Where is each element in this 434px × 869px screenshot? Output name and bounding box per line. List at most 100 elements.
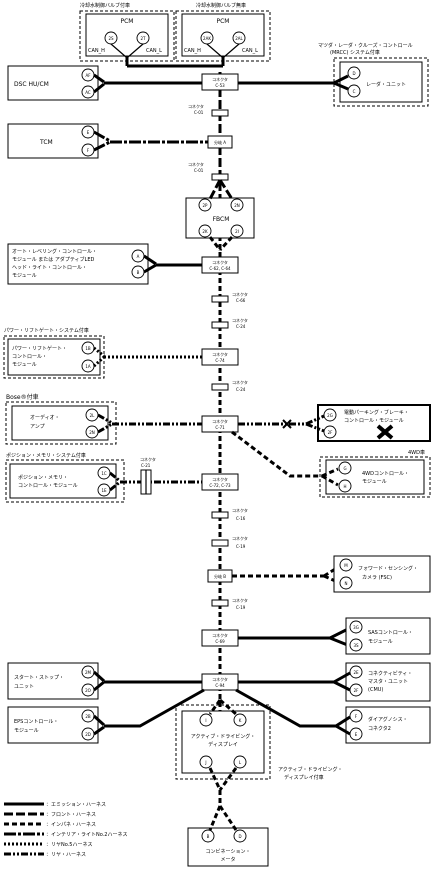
- svg-text:2F: 2F: [328, 430, 334, 435]
- mrcc-option: マツダ・レーダ・クルーズ・コントロール (MRCC) システム付車 D C レー…: [318, 42, 429, 107]
- svg-text:E: E: [355, 732, 358, 737]
- fbcm-label: FBCM: [213, 216, 230, 223]
- connector-c69: コネクタ C-69: [201, 629, 239, 647]
- sas-module: 3G 3S SASコントロール・ モジュール: [345, 617, 431, 655]
- option-label-no-cooling-valve: 冷却水制御バルブ無車: [196, 2, 246, 9]
- svg-text:2P: 2P: [203, 203, 209, 208]
- legend: ：エミッション・ハーネス ：フロント・ハーネス ：インパネ・ハーネス ：インテリ…: [4, 802, 127, 858]
- svg-text:(CMU): (CMU): [368, 687, 383, 693]
- legend-entry: ：インパネ・ハーネス: [46, 822, 96, 828]
- tcm: TCM E F: [7, 123, 99, 159]
- svg-text:SASコントロール・: SASコントロール・: [368, 630, 413, 636]
- legend-entry: ：エミッション・ハーネス: [46, 802, 106, 808]
- legend-entry: ：フロント・ハーネス: [46, 812, 96, 818]
- svg-text:2N: 2N: [89, 430, 95, 435]
- svg-text:2N: 2N: [234, 203, 240, 208]
- pcm-label: PCM: [121, 18, 134, 25]
- svg-text:コネクタ2: コネクタ2: [368, 725, 391, 732]
- svg-text:C-01: C-01: [194, 110, 204, 115]
- svg-text:2O: 2O: [85, 688, 91, 693]
- svg-text:D: D: [238, 834, 241, 839]
- svg-text:2L: 2L: [90, 413, 96, 418]
- fbcm: 2P 2N FBCM 2K 2I: [185, 197, 255, 239]
- svg-text:アンプ: アンプ: [30, 424, 45, 430]
- svg-text:C-19: C-19: [236, 544, 246, 549]
- svg-text:J: J: [204, 760, 206, 765]
- pcm-option-left: 冷却水制御バルブ付車 PCM 2S 2T CAN_H CAN_L: [79, 2, 175, 66]
- liftgate-option-label: パワー・リフトゲート・システム付車: [4, 327, 89, 334]
- svg-text:L: L: [239, 760, 242, 765]
- svg-text:C-72, C-73: C-72, C-73: [209, 483, 231, 488]
- audio-option: Bose®付車 オーディオ・ アンプ 2L 2N: [5, 393, 117, 445]
- removed-cross-icon: [376, 424, 394, 440]
- svg-text:ディスプレイ: ディスプレイ: [208, 741, 238, 748]
- legend-entry: ：インテリア・ライトNo.2ハーネス: [46, 832, 127, 838]
- svg-text:2E: 2E: [353, 670, 359, 675]
- svg-text:3S: 3S: [353, 643, 359, 648]
- svg-text:コネクタ: コネクタ: [212, 418, 228, 424]
- connector-c72-c73: コネクタ C-72, C-73: [201, 473, 239, 491]
- svg-text:3G: 3G: [353, 625, 359, 630]
- display-option-label-1: アクティブ・ドライビング・: [278, 766, 342, 773]
- can-h-label: CAN_H: [184, 48, 201, 54]
- svg-text:EPSコントロール・: EPSコントロール・: [14, 719, 58, 725]
- mrcc-title-2: (MRCC) システム付車: [330, 49, 380, 56]
- epb-module: 2G 2F 電動パーキング・ブレーキ・ コントロール・モジュール: [317, 404, 431, 442]
- pin-label: AF: [85, 73, 91, 78]
- awd-option-label: 4WD車: [408, 449, 425, 456]
- svg-text:2I: 2I: [235, 229, 239, 234]
- start-stop-unit: スタート・ストップ・ ユニット 2M 2O: [7, 662, 99, 700]
- can-l-label: CAN_L: [242, 48, 258, 54]
- svg-text:C-24: C-24: [236, 387, 246, 392]
- svg-text:モジュール: モジュール: [12, 362, 37, 368]
- liftgate-option: パワー・リフトゲート・システム付車 パワー・リフトゲート・ コントロール・ モジ…: [3, 327, 105, 379]
- svg-text:コネクタ: コネクタ: [212, 259, 228, 265]
- svg-text:C-01: C-01: [194, 168, 204, 173]
- display-option: I K アクティブ・ドライビング・ ディスプレイ J L アクティブ・ドライビン…: [175, 704, 342, 781]
- svg-text:ポジション・メモリ・: ポジション・メモリ・: [18, 474, 68, 481]
- svg-text:2B: 2B: [85, 714, 91, 719]
- svg-text:H: H: [343, 484, 346, 489]
- connector-c16: コネクタ C-16: [211, 507, 248, 521]
- svg-text:4WDコントロール・: 4WDコントロール・: [362, 471, 409, 477]
- svg-text:コネクタ: コネクタ: [212, 476, 228, 482]
- cut-cross-icon: [282, 419, 292, 429]
- svg-text:マスタ・ユニット: マスタ・ユニット: [368, 678, 408, 685]
- svg-text:1E: 1E: [101, 488, 107, 493]
- tcm-label: TCM: [39, 139, 53, 146]
- svg-text:フォワード・センシング・: フォワード・センシング・: [358, 565, 418, 572]
- option-label-cooling-valve: 冷却水制御バルブ付車: [80, 2, 130, 9]
- svg-text:モジュール: モジュール: [14, 728, 39, 734]
- svg-text:電動パーキング・ブレーキ・: 電動パーキング・ブレーキ・: [344, 409, 409, 416]
- svg-text:C-74: C-74: [215, 358, 225, 363]
- svg-text:2D: 2D: [85, 732, 91, 737]
- awd-option: 4WD車 G H 4WDコントロール・ モジュール: [319, 449, 431, 498]
- svg-text:モジュール: モジュール: [368, 639, 393, 645]
- svg-text:2K: 2K: [202, 229, 208, 234]
- svg-text:コントロール・: コントロール・: [12, 354, 47, 360]
- svg-text:2G: 2G: [327, 413, 333, 418]
- svg-text:コネクタ: コネクタ: [232, 535, 248, 541]
- svg-text:K: K: [239, 718, 242, 723]
- svg-text:F: F: [87, 148, 90, 153]
- svg-text:ダイアグノシス・: ダイアグノシス・: [368, 716, 408, 723]
- svg-text:ヘッド・ライト・コントロール・: ヘッド・ライト・コントロール・: [12, 265, 87, 271]
- dsc-label: DSC HU/CM: [14, 81, 49, 88]
- connector-c94: コネクタ C-94: [201, 673, 239, 691]
- svg-text:コネクティビティ・: コネクティビティ・: [368, 670, 412, 677]
- display-option-label-2: ディスプレイ付車: [284, 774, 324, 781]
- svg-text:カメラ (FSC): カメラ (FSC): [362, 575, 392, 581]
- svg-text:モジュール: モジュール: [362, 479, 387, 485]
- pin-label: C: [353, 89, 356, 94]
- svg-text:I: I: [205, 718, 206, 723]
- svg-text:コネクタ: コネクタ: [212, 676, 228, 682]
- connector-c01-upper: コネクタ C-01: [188, 103, 229, 117]
- svg-text:コネクタ: コネクタ: [232, 317, 248, 323]
- svg-text:コントロール・モジュール: コントロール・モジュール: [344, 418, 404, 424]
- connector-c21: コネクタ C-21: [140, 456, 156, 495]
- seat-option: ポジション・メモリ・システム付車 ポジション・メモリ・ コントロール・モジュール…: [5, 452, 125, 503]
- svg-text:コネクタ: コネクタ: [188, 161, 204, 167]
- cmu: 2E 2F コネクティビティ・ マスタ・ユニット (CMU): [345, 662, 431, 702]
- connector-c24-upper: コネクタ C-24: [211, 317, 248, 329]
